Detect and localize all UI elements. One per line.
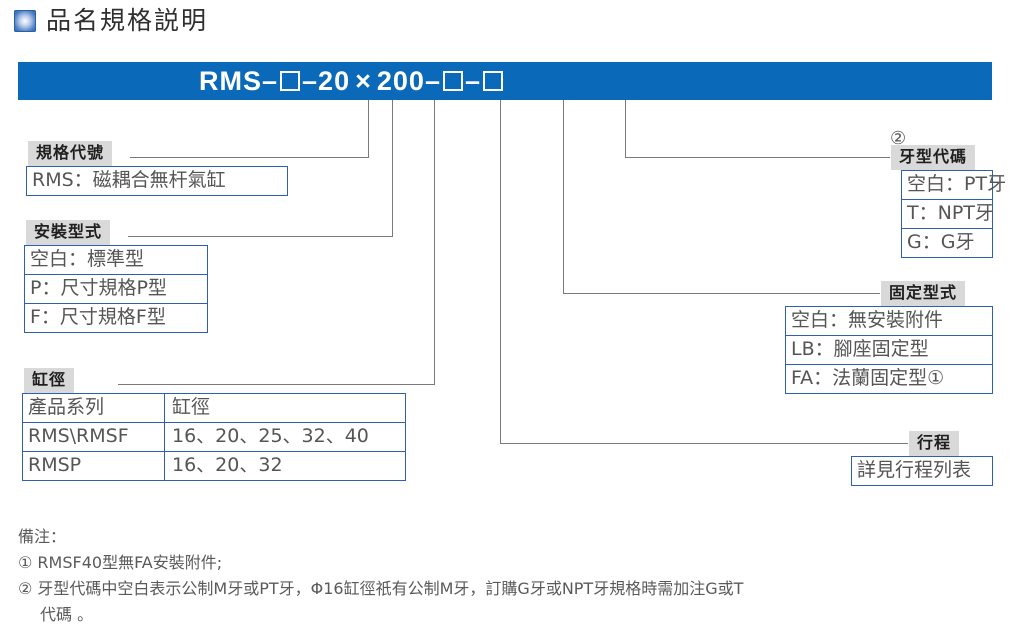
box-thread-code: 空白：PT牙 T：NPT牙 G：G牙 [901, 170, 1006, 258]
list-item: F：尺寸規格F型 [30, 306, 166, 328]
model-dash-2: – [302, 65, 319, 96]
leader-fixing [562, 100, 880, 295]
list-item: P：尺寸規格P型 [25, 275, 207, 304]
model-dash-3: – [424, 65, 441, 96]
model-stroke: 200 [376, 65, 425, 96]
model-times: × [355, 65, 372, 96]
list-item: RMS：磁耦合無杆氣缸 [32, 169, 226, 191]
leader-spec-code [130, 100, 370, 159]
tag-thread-code: 牙型代碼 [891, 145, 976, 170]
page-title-text: 品名規格説明 [46, 6, 209, 35]
leader-thread [624, 100, 890, 159]
tag-bore: 缸徑 [24, 368, 75, 393]
cell-series: RMSP [23, 452, 165, 480]
list-item: 空白：標準型 [25, 246, 207, 275]
table-header-row: 產品系列 缸徑 [23, 394, 405, 423]
box-mounting-type: 空白：標準型 P：尺寸規格P型 F：尺寸規格F型 [24, 245, 208, 333]
table-bore: 產品系列 缸徑 RMS\RMSF 16、20、25、32、40 RMSP 16、… [22, 393, 406, 481]
model-placeholder-fixing [442, 71, 463, 91]
footnote-item-2: ② 牙型代碼中空白表示公制M牙或PT牙，Φ16缸徑祇有公制M牙，訂購G牙或NPT… [18, 579, 744, 598]
blue-square-icon [14, 9, 36, 32]
list-item: T：NPT牙 [902, 200, 994, 229]
cell-series: RMS\RMSF [23, 423, 165, 451]
model-placeholder-thread [483, 71, 503, 91]
page-title: 品名規格説明 [14, 8, 208, 33]
footnotes-heading: 備注： [18, 527, 67, 546]
list-item: G：G牙 [907, 231, 975, 253]
box-spec-code: RMS：磁耦合無杆氣缸 [26, 166, 288, 196]
leader-bore [118, 100, 436, 386]
footnote-item-1: ① RMSF40型無FA安裝附件; [18, 553, 223, 572]
list-item: 詳見行程列表 [857, 459, 972, 481]
model-bore: 20 [318, 65, 351, 96]
list-item: 空白：PT牙 [902, 171, 1006, 200]
table-row: RMS\RMSF 16、20、25、32、40 [23, 423, 405, 452]
tag-spec-code: 規格代號 [28, 141, 113, 166]
tag-fixing-type: 固定型式 [881, 281, 966, 306]
model-prefix: RMS [198, 65, 262, 96]
column-header-series: 產品系列 [23, 394, 165, 422]
list-item: FA：法蘭固定型① [791, 367, 945, 389]
model-code: RMS – – 20 × 200 – – [18, 62, 992, 100]
list-item: LB：腳座固定型 [786, 336, 992, 365]
list-item: 空白：無安裝附件 [786, 307, 992, 336]
box-stroke: 詳見行程列表 [851, 456, 993, 486]
footnotes: 備注： ① RMSF40型無FA安裝附件; ② 牙型代碼中空白表示公制M牙或PT… [18, 524, 993, 628]
cell-bore: 16、20、32 [172, 454, 283, 476]
cell-bore: 16、20、25、32、40 [172, 425, 369, 447]
column-header-bore: 缸徑 [172, 396, 211, 418]
footnote-mark-2: ② [890, 128, 907, 149]
table-row: RMSP 16、20、32 [23, 452, 405, 480]
model-placeholder-mounting [280, 71, 301, 91]
model-dash-1: – [261, 65, 279, 96]
model-code-bar: RMS – – 20 × 200 – – [18, 62, 992, 100]
model-dash-4: – [464, 65, 481, 96]
tag-stroke: 行程 [909, 431, 960, 456]
box-fixing-type: 空白：無安裝附件 LB：腳座固定型 FA：法蘭固定型① [785, 306, 993, 394]
footnote-item-2-cont: 代碼 。 [40, 605, 94, 624]
tag-mounting-type: 安裝型式 [26, 220, 111, 245]
